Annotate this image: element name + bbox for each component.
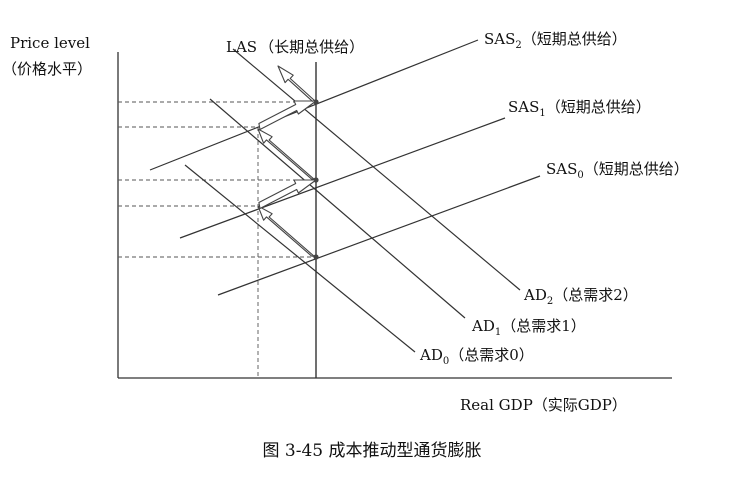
- arrow-e0-to-mid1: [257, 205, 315, 257]
- price-guides: [118, 101, 316, 258]
- sas1-label: SAS1（短期总供给）: [508, 98, 651, 119]
- arrow-e1-to-mid2: [257, 128, 315, 180]
- ad0-line: [184, 164, 416, 353]
- y-axis-title-line1: Price level: [10, 34, 90, 52]
- arrow-mid1-to-e1: [258, 179, 317, 210]
- ad2-label: AD2（总需求2）: [523, 286, 638, 307]
- ad0-label: AD0（总需求0）: [419, 346, 534, 367]
- ad1-label: AD1（总需求1）: [471, 317, 586, 338]
- sas0-label: SAS0（短期总供给）: [546, 160, 689, 181]
- x-axis-title: Real GDP（实际GDP）: [460, 396, 627, 414]
- sas1-line: [179, 117, 506, 239]
- las-label: LAS（长期总供给）: [226, 38, 364, 56]
- sas2-label: SAS2（短期总供给）: [484, 30, 627, 51]
- sas2-line: [149, 39, 479, 171]
- arrow-e2-continue: [277, 65, 316, 102]
- spiral-arrows: [257, 65, 317, 257]
- figure-caption: 图 3-45 成本推动型通货膨胀: [262, 441, 482, 461]
- point-e0: [313, 254, 319, 260]
- y-axis-title-line2: （价格水平）: [2, 60, 92, 78]
- ad1-line: [209, 98, 466, 319]
- sas0-line: [217, 175, 541, 296]
- arrow-mid2-to-e2: [258, 100, 317, 131]
- ad2-line: [232, 48, 521, 291]
